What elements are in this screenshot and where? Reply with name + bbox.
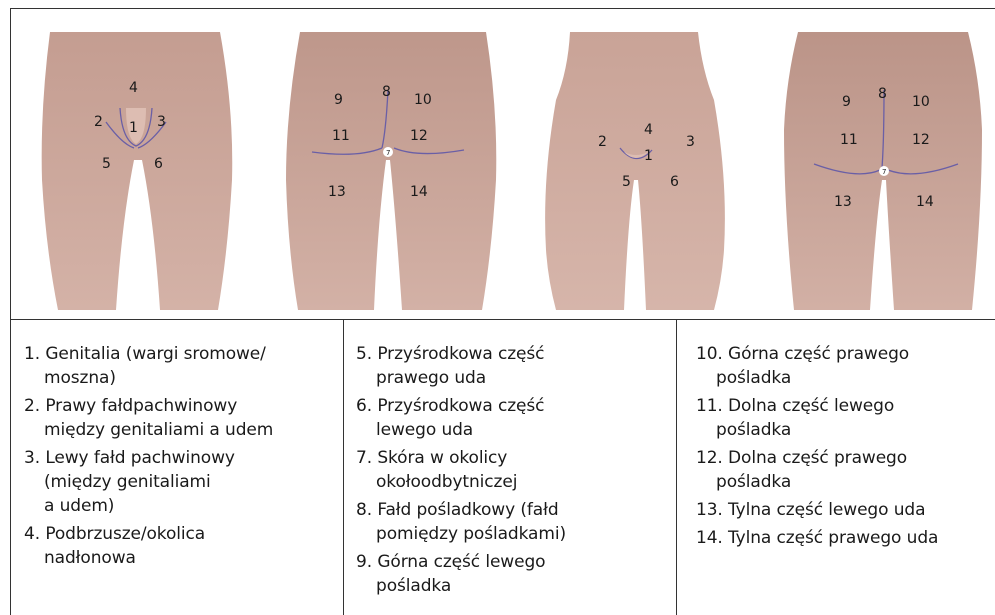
legend-item-14: 14. Tylna część prawego uda bbox=[696, 526, 994, 550]
legend-column-1: 1. Genitalia (wargi sromowe/ moszna) 2. … bbox=[24, 342, 344, 574]
region-label: 12 bbox=[410, 128, 428, 144]
left-border bbox=[10, 8, 11, 615]
legend-item-2: 2. Prawy fałdpachwinowy między genitalia… bbox=[24, 394, 344, 442]
legend-item-3: 3. Lewy fałd pachwinowy (między genitali… bbox=[24, 446, 344, 518]
region-label: 9 bbox=[842, 94, 851, 110]
figure-front-female: 4 2 1 3 5 6 bbox=[22, 20, 252, 310]
region-label: 2 bbox=[598, 134, 607, 150]
figure-front-male: 2 4 3 1 5 6 bbox=[528, 20, 758, 310]
legend-text: pośladka bbox=[696, 470, 994, 494]
region-label: 4 bbox=[644, 122, 653, 138]
region-label: 8 bbox=[382, 84, 391, 100]
top-border bbox=[10, 8, 995, 9]
legend-column-3: 10. Górna część prawego pośladka 11. Dol… bbox=[696, 342, 994, 554]
legend-item-11: 11. Dolna część lewego pośladka bbox=[696, 394, 994, 442]
diagram-frame: 4 2 1 3 5 6 9 8 10 11 12 7 13 bbox=[10, 8, 995, 615]
legend-text: 9. Górna część lewego bbox=[356, 552, 545, 572]
legend-text: 6. Przyśrodkowa część bbox=[356, 396, 544, 416]
figure-back-male: 9 8 10 11 12 7 13 14 bbox=[768, 20, 995, 310]
region-label: 7 bbox=[386, 149, 390, 157]
legend-item-7: 7. Skóra w okolicy okołoodbytniczej bbox=[356, 446, 676, 494]
region-label: 7 bbox=[882, 168, 886, 176]
legend-text: 3. Lewy fałd pachwinowy bbox=[24, 448, 235, 468]
column-divider-2 bbox=[676, 319, 677, 615]
legend-item-12: 12. Dolna część prawego pośladka bbox=[696, 446, 994, 494]
region-label: 3 bbox=[686, 134, 695, 150]
region-label: 2 bbox=[94, 114, 103, 130]
legend-item-13: 13. Tylna część lewego uda bbox=[696, 498, 994, 522]
legend-text: pośladka bbox=[356, 574, 676, 598]
region-label: 14 bbox=[916, 194, 934, 210]
legend-text: prawego uda bbox=[356, 366, 676, 390]
legend-item-1: 1. Genitalia (wargi sromowe/ moszna) bbox=[24, 342, 344, 390]
legend-text: 1. Genitalia (wargi sromowe/ bbox=[24, 344, 266, 364]
legend-item-4: 4. Podbrzusze/okolica nadłonowa bbox=[24, 522, 344, 570]
region-label: 1 bbox=[129, 120, 138, 136]
middle-divider bbox=[10, 319, 995, 320]
legend-text: 14. Tylna część prawego uda bbox=[696, 528, 938, 548]
region-label: 11 bbox=[332, 128, 350, 144]
legend-text: lewego uda bbox=[356, 418, 676, 442]
region-label: 5 bbox=[102, 156, 111, 172]
legend-text: moszna) bbox=[24, 366, 344, 390]
legend-text: okołoodbytniczej bbox=[356, 470, 676, 494]
legend-item-9: 9. Górna część lewego pośladka bbox=[356, 550, 676, 598]
region-label: 1 bbox=[644, 148, 653, 164]
legend-item-6: 6. Przyśrodkowa część lewego uda bbox=[356, 394, 676, 442]
body-silhouette bbox=[286, 32, 496, 310]
legend-text: 5. Przyśrodkowa część bbox=[356, 344, 544, 364]
region-label: 6 bbox=[154, 156, 163, 172]
legend-text: 8. Fałd pośladkowy (fałd bbox=[356, 500, 559, 520]
figure-back-female: 9 8 10 11 12 7 13 14 bbox=[278, 20, 508, 310]
legend-text: pośladka bbox=[696, 366, 994, 390]
region-label: 8 bbox=[878, 86, 887, 102]
legend-text: pomiędzy pośladkami) bbox=[356, 522, 676, 546]
legend-text: 12. Dolna część prawego bbox=[696, 448, 907, 468]
legend-text: a udem) bbox=[24, 494, 344, 518]
region-label: 4 bbox=[129, 80, 138, 96]
region-label: 12 bbox=[912, 132, 930, 148]
legend-text: (między genitaliami bbox=[24, 470, 344, 494]
legend-text: 10. Górna część prawego bbox=[696, 344, 909, 364]
region-label: 11 bbox=[840, 132, 858, 148]
legend-text: nadłonowa bbox=[24, 546, 344, 570]
body-silhouette bbox=[545, 32, 725, 310]
legend-item-8: 8. Fałd pośladkowy (fałd pomiędzy poślad… bbox=[356, 498, 676, 546]
region-label: 10 bbox=[912, 94, 930, 110]
legend-text: między genitaliami a udem bbox=[24, 418, 344, 442]
legend-text: pośladka bbox=[696, 418, 994, 442]
legend-column-2: 5. Przyśrodkowa część prawego uda 6. Prz… bbox=[356, 342, 676, 602]
legend-item-10: 10. Górna część prawego pośladka bbox=[696, 342, 994, 390]
legend-text: 13. Tylna część lewego uda bbox=[696, 500, 925, 520]
body-silhouette bbox=[42, 32, 233, 310]
region-label: 9 bbox=[334, 92, 343, 108]
region-label: 13 bbox=[328, 184, 346, 200]
region-label: 13 bbox=[834, 194, 852, 210]
legend-text: 2. Prawy fałdpachwinowy bbox=[24, 396, 237, 416]
region-label: 10 bbox=[414, 92, 432, 108]
legend-item-5: 5. Przyśrodkowa część prawego uda bbox=[356, 342, 676, 390]
region-label: 14 bbox=[410, 184, 428, 200]
region-label: 5 bbox=[622, 174, 631, 190]
legend-text: 7. Skóra w okolicy bbox=[356, 448, 507, 468]
region-label: 3 bbox=[157, 114, 166, 130]
legend-text: 11. Dolna część lewego bbox=[696, 396, 894, 416]
region-label: 6 bbox=[670, 174, 679, 190]
legend-text: 4. Podbrzusze/okolica bbox=[24, 524, 205, 544]
